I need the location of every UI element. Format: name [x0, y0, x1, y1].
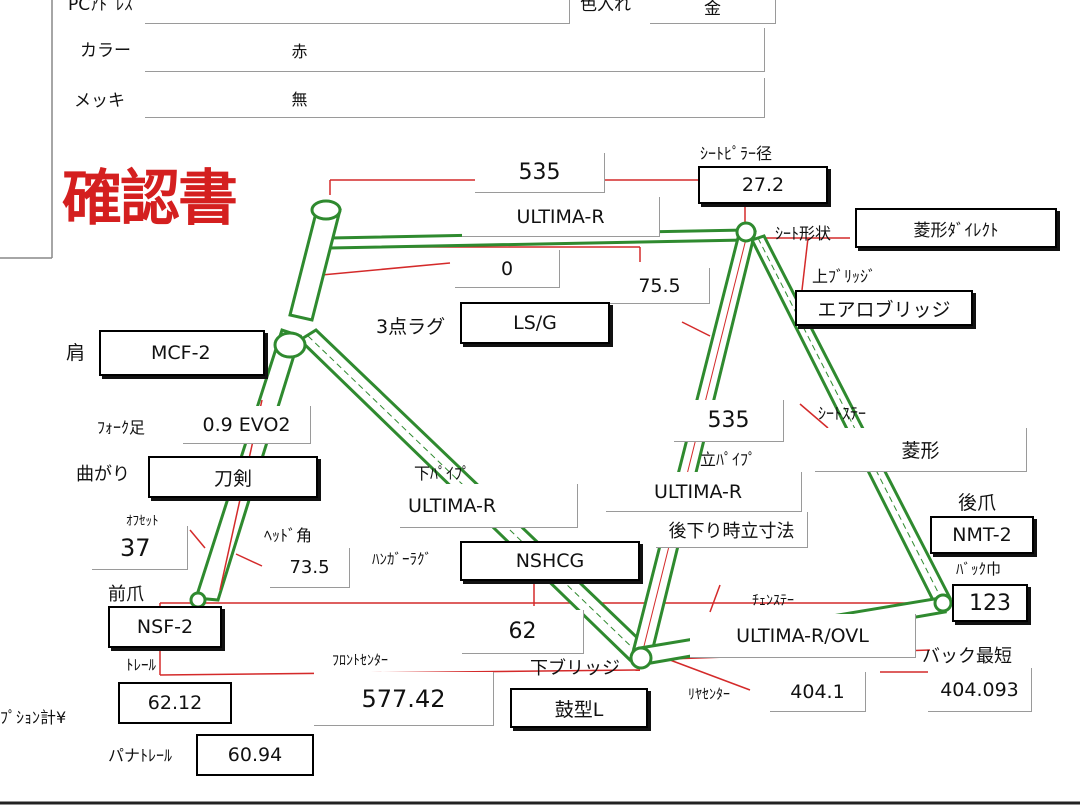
seat-stay-value[interactable]: 菱形: [815, 428, 1027, 472]
three-lug-label: 3点ラグ: [376, 316, 446, 338]
rear-dropout-label: 後爪: [958, 492, 997, 514]
color-insert-label: 色入れ: [580, 0, 631, 15]
top-tube-material[interactable]: ULTIMA-R: [462, 197, 660, 237]
pc-address-field[interactable]: [145, 0, 570, 24]
pana-trail-value[interactable]: 60.94: [196, 734, 314, 776]
rear-center-label: ﾘﾔｾﾝﾀｰ: [688, 687, 730, 703]
fork-leg-value[interactable]: 0.9 EVO2: [183, 406, 311, 444]
color-label: カラー: [80, 41, 131, 61]
bend-value[interactable]: 刀剣: [148, 456, 318, 498]
offset-value[interactable]: 37: [92, 526, 188, 570]
plating-field[interactable]: 無: [145, 78, 765, 118]
color-field[interactable]: 赤: [145, 28, 765, 72]
pc-address-label: PCｱﾄﾞﾚｽ: [68, 0, 133, 15]
top-tube-slope[interactable]: 0: [455, 250, 560, 288]
seat-stay-label: ｼｰﾄｽﾃｰ: [818, 404, 867, 423]
page-title: 確認書: [62, 164, 238, 234]
down-tube-value[interactable]: ULTIMA-R: [400, 484, 578, 528]
bb-drop-value[interactable]: 62: [462, 610, 584, 654]
upper-bridge-value[interactable]: エアロブリッジ: [795, 290, 973, 326]
back-shortest-label: バック最短: [922, 646, 1012, 667]
front-dropout-value[interactable]: NSF-2: [108, 606, 222, 648]
hanger-lug-label: ﾊﾝｶﾞｰﾗｸﾞ: [372, 550, 433, 568]
trail-label: ﾄﾚｰﾙ: [126, 656, 157, 674]
front-center-value[interactable]: 577.42: [314, 672, 494, 726]
shoulder-label: 肩: [66, 342, 86, 364]
seat-shape-label: ｼｰﾄ形状: [775, 224, 832, 243]
top-tube-length[interactable]: 535: [475, 153, 605, 193]
lower-bridge-value[interactable]: 鼓型L: [510, 688, 648, 728]
back-shortest-value[interactable]: 404.093: [928, 668, 1032, 712]
fork-leg-label: ﾌｫｰｸ足: [97, 418, 146, 437]
rear-dropout-value[interactable]: NMT-2: [930, 516, 1034, 554]
front-dropout-label: 前爪: [108, 584, 144, 605]
back-width-label: ﾊﾞｯｸ巾: [956, 560, 1002, 578]
trail-value[interactable]: 62.12: [118, 682, 232, 724]
down-tube-label: 下ﾊﾟｲﾌﾟ: [414, 464, 471, 483]
bend-label: 曲がり: [76, 464, 130, 485]
seatpost-label: ｼｰﾄﾋﾟﾗｰ径: [700, 144, 773, 163]
offset-label: ｵﾌｾｯﾄ: [126, 514, 159, 529]
seat-tube-value[interactable]: ULTIMA-R: [606, 472, 802, 512]
color-insert-field[interactable]: 金: [650, 0, 776, 24]
plating-label: メッキ: [74, 91, 125, 111]
chainstay-value[interactable]: ULTIMA-R/OVL: [690, 614, 916, 658]
seat-angle[interactable]: 75.5: [610, 268, 710, 304]
head-angle-value[interactable]: 73.5: [270, 548, 350, 588]
option-total-label: ﾌﾟｼｮﾝ計¥: [0, 708, 67, 727]
seatpost-value[interactable]: 27.2: [698, 166, 828, 204]
chainstay-label: ﾁｪﾝｽﾃｰ: [752, 593, 794, 609]
seat-tube-length[interactable]: 535: [674, 400, 784, 442]
upper-bridge-label: 上ﾌﾞﾘｯｼﾞ: [812, 267, 877, 286]
seat-shape-value[interactable]: 菱形ﾀﾞｲﾚｸﾄ: [855, 208, 1057, 248]
pana-trail-label: パナﾄﾚｰﾙ: [108, 746, 173, 765]
rear-center-value[interactable]: 404.1: [770, 672, 866, 712]
rear-drop-label: 後下り時立寸法: [656, 512, 808, 548]
lower-bridge-label: 下ブリッジ: [530, 658, 620, 679]
back-width-value[interactable]: 123: [952, 584, 1028, 622]
shoulder-value[interactable]: MCF-2: [99, 330, 265, 376]
head-angle-label: ﾍｯﾄﾞ角: [264, 526, 313, 545]
seat-tube-label: 立ﾊﾟｲﾌﾟ: [700, 450, 757, 469]
three-lug-value[interactable]: LS/G: [460, 302, 610, 344]
hanger-lug-value[interactable]: NSHCG: [460, 541, 640, 581]
front-center-label: ﾌﾛﾝﾄｾﾝﾀｰ: [332, 653, 388, 669]
